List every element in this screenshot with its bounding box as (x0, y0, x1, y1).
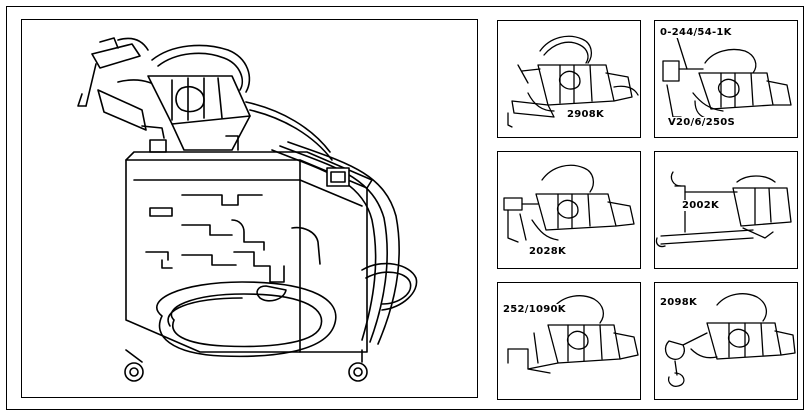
welding-gun-icon (507, 295, 639, 374)
tool-panel-6: 2098K (654, 282, 798, 400)
part-label: 2908K (566, 109, 606, 120)
welding-gun-icon (655, 171, 792, 248)
part-label: 2028K (528, 246, 568, 257)
welding-gun-icon (503, 164, 635, 243)
tool-panel-5: 252/1090K (497, 282, 641, 400)
tool-panel-3: 2028K (497, 151, 641, 269)
main-illustration-panel (21, 19, 478, 398)
outer-frame (6, 6, 804, 410)
tool-panel-2: 0-244/54-1K V20/6/250S (654, 20, 798, 138)
welding-gun-icon (664, 293, 796, 387)
tool-panel-4: 2002K (654, 151, 798, 269)
part-label: 2098K (659, 297, 699, 308)
welding-gun-icon (662, 30, 792, 120)
part-label: 2002K (681, 200, 721, 211)
tool-panel-1: 2908K (497, 20, 641, 138)
welding-machine-on-cart-icon (77, 37, 418, 382)
part-label: 252/1090K (502, 304, 567, 315)
welding-gun-icon (507, 35, 639, 128)
part-label: 0-244/54-1K (659, 27, 733, 38)
part-label: V20/6/250S (667, 117, 736, 128)
